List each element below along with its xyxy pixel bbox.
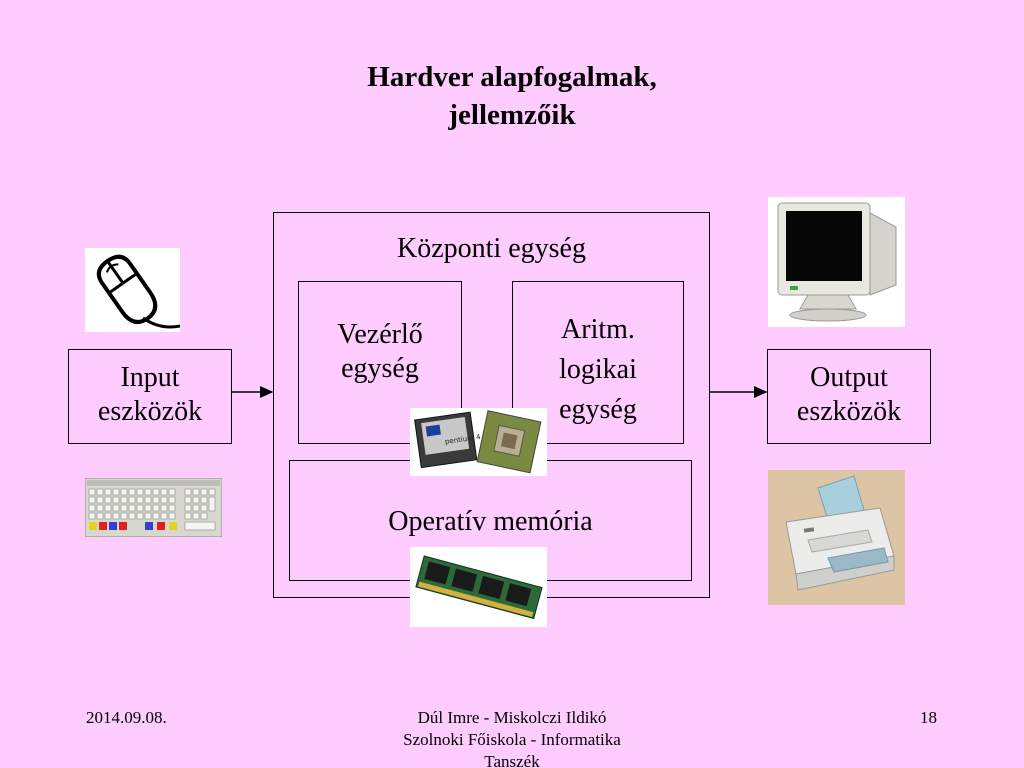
footer-institution-line-1: Szolnoki Főiskola - Informatika (403, 730, 621, 749)
mouse-icon (85, 248, 180, 332)
footer-institution-line-2: Tanszék (484, 752, 540, 767)
footer-center: Dúl Imre - Miskolczi Ildikó Szolnoki Fői… (362, 707, 662, 767)
control-unit-box (298, 281, 462, 444)
input-line-1: Input (120, 362, 180, 393)
printer-icon (768, 470, 905, 605)
input-line-2: eszközök (97, 396, 203, 427)
cpu-icon: pentium 4 (410, 408, 547, 476)
memory-label: Operatív memória (388, 506, 593, 537)
central-unit-label: Központi egység (397, 233, 586, 264)
output-line-1: Output (810, 362, 888, 393)
ram-module-icon (410, 547, 547, 627)
alu-box (512, 281, 684, 444)
control-unit-line-1: Vezérlő (337, 319, 423, 350)
control-unit-line-2: egység (341, 353, 419, 384)
input-box (68, 349, 232, 444)
input-label: Input eszközök (68, 361, 232, 429)
footer-authors: Dúl Imre - Miskolczi Ildikó (417, 708, 607, 727)
alu-line-1: Aritm. (561, 314, 635, 345)
alu-label: Aritm. logikai egység (512, 310, 684, 430)
output-label: Output eszközök (767, 361, 931, 429)
title-line-1: Hardver alapfogalmak, (367, 61, 657, 93)
alu-line-2: logikai (559, 354, 637, 385)
keyboard-icon (85, 478, 222, 537)
page-number: 18 (920, 708, 937, 727)
footer-date: 2014.09.08. (86, 708, 167, 727)
control-unit-label: Vezérlő egység (298, 318, 462, 386)
output-line-2: eszközök (796, 396, 902, 427)
alu-line-3: egység (559, 394, 637, 425)
monitor-icon (768, 197, 905, 327)
output-box (767, 349, 931, 444)
title-line-2: jellemzőik (448, 99, 576, 131)
slide-title: Hardver alapfogalmak, jellemzőik (0, 58, 1024, 134)
